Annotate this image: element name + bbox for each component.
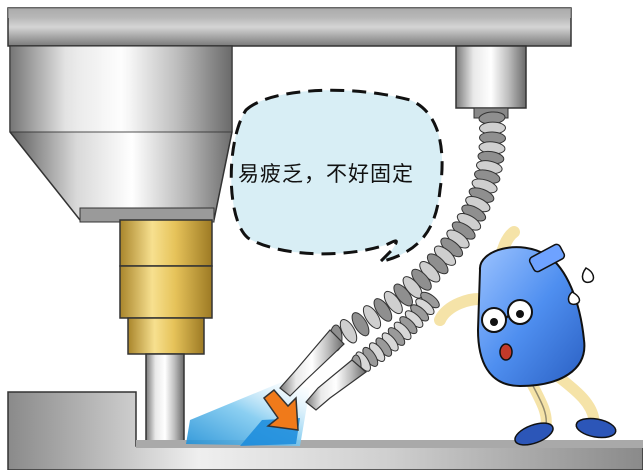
nozzle-right — [305, 359, 367, 411]
mascot-character — [434, 226, 617, 446]
spindle-head — [9, 45, 233, 223]
flexible-coolant-hose — [329, 111, 506, 378]
hose-segment — [339, 318, 358, 344]
hose-segment — [373, 298, 393, 322]
tool-holder — [119, 219, 213, 355]
machine-top-plate — [7, 7, 572, 47]
hose-mount-block — [455, 45, 527, 119]
speech-bubble-text: 易疲乏，不好固定 — [238, 162, 414, 186]
hose-segment — [362, 305, 382, 330]
cutting-tool — [145, 353, 185, 445]
hose-segment — [383, 290, 403, 315]
nozzle-left — [279, 329, 345, 397]
hose-segment — [351, 312, 370, 337]
arrow-icon — [262, 388, 299, 431]
speech-bubble — [229, 88, 444, 265]
worktable — [7, 391, 643, 470]
